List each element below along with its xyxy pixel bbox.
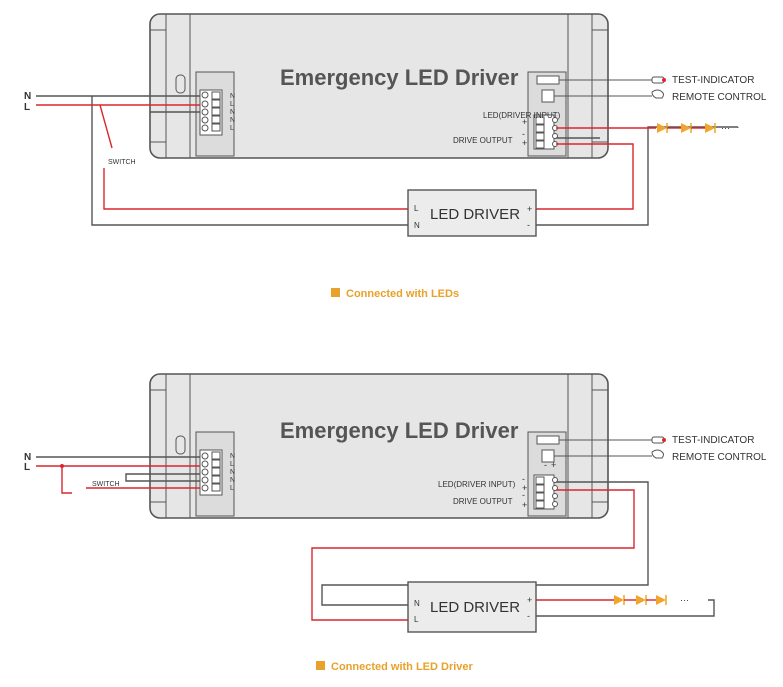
right-bracket [567, 374, 608, 518]
term-label-4: N [230, 477, 235, 484]
led-3 [656, 595, 666, 605]
led-input-label: LED(DRIVER INPUT) [483, 111, 561, 120]
sign-minus-2: - [522, 490, 525, 500]
sign-plus-1: + [522, 117, 527, 127]
caption: Connected with LEDs [346, 288, 459, 300]
test-indicator-label: TEST-INDICATOR [672, 75, 754, 86]
left-terminal-screws [201, 451, 221, 492]
term-label-1: N [230, 93, 235, 100]
sign-plus-2: + [522, 138, 527, 148]
test-indicator-label: TEST-INDICATOR [672, 435, 754, 446]
led-1 [614, 595, 624, 605]
term-label-2: L [230, 101, 234, 108]
switch-label: SWITCH [92, 481, 120, 488]
driver-l: L [414, 204, 419, 213]
led-driver-label: LED DRIVER [430, 599, 520, 616]
drive-output-label: DRIVE OUTPUT [453, 136, 513, 145]
led-more: ··· [721, 123, 730, 133]
led-2 [681, 123, 691, 133]
term-label-5: L [230, 125, 234, 132]
test-indicator-wire [554, 79, 652, 97]
driver-plus: + [527, 204, 532, 214]
test-indicator-wire [554, 439, 652, 457]
device-title: Emergency LED Driver [280, 418, 519, 443]
remote-minus: - [544, 460, 547, 470]
led-2 [636, 595, 646, 605]
switch-label: SWITCH [108, 159, 136, 166]
term-label-1: N [230, 453, 235, 460]
led-driver-label: LED DRIVER [430, 206, 520, 223]
sign-minus-1: - [522, 474, 525, 484]
driver-plus: + [527, 595, 532, 605]
remote-control-label: REMOTE CONTROL [672, 452, 767, 463]
caption-marker [331, 288, 340, 297]
term-label-3: N [230, 109, 235, 116]
live-wires [36, 104, 656, 210]
led-1 [657, 123, 667, 133]
led-input-label: LED(DRIVER INPUT) [438, 480, 516, 489]
driver-n: N [414, 599, 420, 608]
remote-control-label: REMOTE CONTROL [672, 92, 767, 103]
led-3 [705, 123, 715, 133]
left-bracket [150, 374, 191, 518]
device-title: Emergency LED Driver [280, 65, 519, 90]
remote-hand-icon [651, 89, 664, 99]
left-mount-slot [175, 435, 186, 455]
live-label: L [24, 462, 30, 473]
left-terminal-screws [201, 91, 221, 132]
drive-output-label: DRIVE OUTPUT [453, 497, 513, 506]
indicator-lamp-icon [662, 78, 666, 82]
neutral-wires [36, 95, 738, 226]
caption: Connected with LED Driver [331, 661, 474, 673]
led-more: ··· [680, 595, 689, 605]
emergency-driver-housing [149, 373, 609, 519]
right-terminal-screws [535, 116, 558, 149]
led-string: ··· [657, 123, 739, 133]
term-label-2: L [230, 461, 234, 468]
diagram-connected-with-led-driver: N L N N L Emergency LED Driver LED(DRIVE… [24, 373, 767, 673]
sign-minus-1: - [522, 129, 525, 139]
remote-hand-icon [651, 449, 664, 459]
diagram-connected-with-leds: N L N N L Emergency LED Driver LED(DRIVE… [24, 13, 767, 300]
term-label-3: N [230, 469, 235, 476]
left-mount-slot [175, 74, 186, 94]
term-label-4: N [230, 117, 235, 124]
sign-plus-2: + [522, 500, 527, 510]
term-label-5: L [230, 485, 234, 492]
live-junction [60, 464, 64, 468]
live-label: L [24, 102, 30, 113]
driver-minus: - [527, 220, 530, 230]
right-bracket [567, 14, 608, 158]
remote-connector [541, 89, 555, 103]
right-terminal-screws [535, 476, 558, 509]
test-connector [536, 435, 560, 445]
led-string: ··· [614, 595, 689, 605]
neutral-label: N [24, 452, 31, 463]
emergency-driver-housing [149, 13, 609, 159]
led-driver-box [407, 581, 537, 633]
led-driver-box [407, 189, 537, 237]
sign-plus-1: + [522, 483, 527, 493]
driver-n: N [414, 221, 420, 230]
test-connector [536, 75, 560, 85]
caption-marker [316, 661, 325, 670]
indicator-lamp-icon [662, 438, 666, 442]
led-return-wire [536, 599, 715, 617]
left-bracket [150, 14, 191, 158]
remote-plus: + [551, 460, 556, 470]
driver-l: L [414, 615, 419, 624]
neutral-label: N [24, 91, 31, 102]
driver-minus: - [527, 611, 530, 621]
